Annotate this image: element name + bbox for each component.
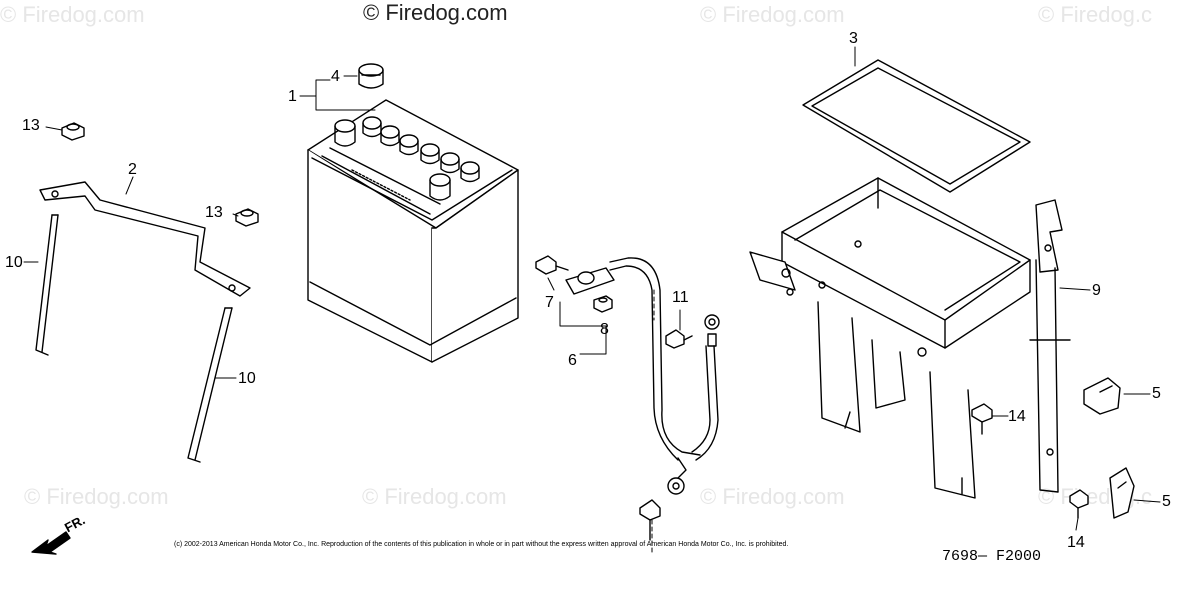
callout-10: 10 (238, 370, 256, 387)
diagram-code: 7698— F2000 (942, 548, 1042, 565)
callout-5: 5 (1152, 385, 1161, 402)
callout-13: 13 (22, 117, 40, 134)
callout-2: 2 (128, 161, 137, 178)
dashed-lines (651, 289, 655, 553)
bolts (535, 255, 1089, 541)
clips (1083, 377, 1135, 519)
front-arrow (31, 531, 71, 555)
watermark: © Firedog.com (700, 2, 845, 27)
callout-1: 1 (288, 88, 297, 105)
battery-cover (802, 59, 1031, 193)
callout-7: 7 (545, 294, 554, 311)
watermark: © Firedog.c (1038, 2, 1153, 27)
battery-cap (358, 63, 384, 89)
battery-box (749, 177, 1071, 499)
callout-10: 10 (5, 254, 23, 271)
battery-rods (35, 214, 233, 463)
callout-13: 13 (205, 204, 223, 221)
battery-stay (39, 181, 251, 297)
callout-11: 11 (672, 289, 689, 306)
callout-3: 3 (849, 30, 858, 47)
watermark-main: © Firedog.com (363, 0, 508, 25)
callout-14: 14 (1067, 534, 1085, 551)
leader-lines (23, 46, 1161, 531)
watermark: © Firedog.com (24, 484, 169, 509)
watermark: © Firedog.com (362, 484, 507, 509)
callout-9: 9 (1092, 282, 1101, 299)
callout-14: 14 (1008, 408, 1026, 425)
flange-nuts (61, 122, 259, 227)
callout-6: 6 (568, 352, 577, 369)
watermark: © Firedog.com (0, 2, 145, 27)
battery (307, 99, 519, 363)
watermark: © Firedog.com (700, 484, 845, 509)
callout-5: 5 (1162, 493, 1171, 510)
callout-8: 8 (600, 321, 609, 338)
negative-cable (565, 257, 720, 495)
copyright-notice: (c) 2002-2013 American Honda Motor Co., … (174, 541, 789, 548)
callout-4: 4 (331, 68, 340, 85)
